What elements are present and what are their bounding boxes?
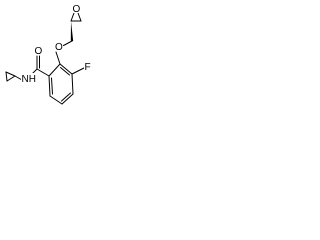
ring-bond-1 (59, 63, 73, 75)
ring-bond-3-inner (61, 92, 71, 102)
atom-label-amide-nitrogen: NH (21, 73, 36, 85)
ring-bond-2 (71, 73, 74, 95)
fluorine-text: F (85, 62, 91, 73)
ring-bond-6 (48, 63, 61, 77)
ring-bond-3 (61, 93, 74, 105)
atom-label-carbonyl-oxygen: O (34, 45, 43, 57)
stereo-wedge-bond (70, 21, 74, 42)
bond-ring-carbonyl-carbon (36, 68, 50, 77)
ring-bond-1-inner (60, 67, 70, 76)
ring-bond-5-inner (51, 77, 53, 95)
bond-nitrogen-cyclopropyl (14, 75, 23, 81)
cyclopropyl-bond-2 (5, 71, 8, 82)
ring-bond-4 (49, 95, 63, 105)
atom-label-ether-oxygen: O (54, 41, 63, 53)
epoxide-bond-o-c (77, 11, 82, 22)
atom-label-fluorine: F (84, 61, 91, 73)
structure-canvas: O O O NH F (0, 0, 132, 123)
benzene-ring (48, 63, 74, 105)
ring-bond-5 (48, 75, 51, 97)
epoxide-oxygen-text: O (73, 4, 81, 15)
cyclopropyl-bond-1 (5, 71, 16, 77)
bond-ether-oxygen-ring (55, 51, 61, 65)
chemical-structure-drawing: O O O NH F (5, 3, 91, 105)
atom-label-epoxide-oxygen: O (72, 3, 81, 15)
bond-ch2-ether-oxygen (63, 40, 73, 46)
ether-oxygen-text: O (55, 42, 63, 53)
epoxide-bond-c-o (70, 11, 75, 22)
bond-ring-fluorine (71, 67, 85, 75)
epoxide-ring (70, 11, 82, 22)
carbonyl-oxygen-text: O (35, 46, 43, 57)
cyclopropyl-ring (5, 71, 16, 82)
cyclopropyl-bond-3 (6, 75, 16, 82)
amide-nitrogen-text: NH (22, 74, 36, 85)
